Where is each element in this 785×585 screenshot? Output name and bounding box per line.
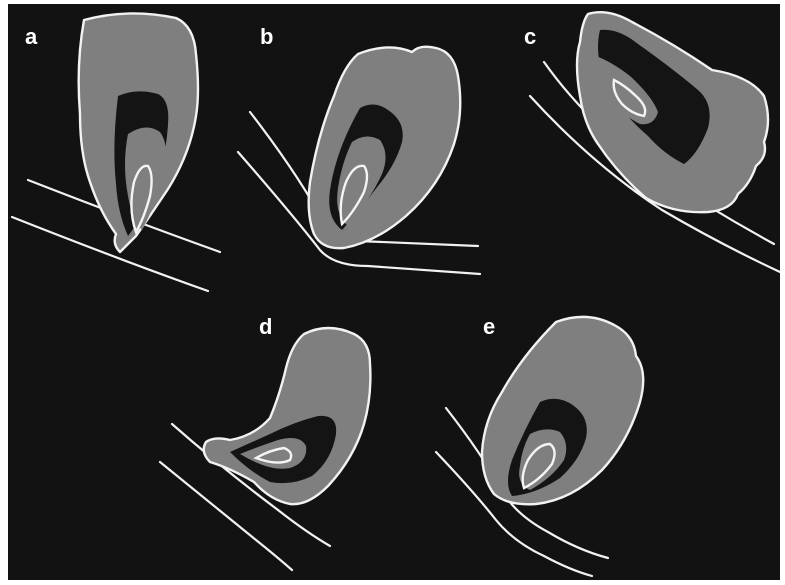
panel-b-label: b (260, 26, 273, 48)
panel-e (436, 317, 643, 576)
panel-a (12, 13, 220, 291)
panel-c-label: c (524, 26, 536, 48)
panel-e-label: e (483, 316, 495, 338)
panel-a-label: a (25, 26, 37, 48)
tooth-nerve-diagram: a b c d e (8, 4, 780, 580)
diagram-canvas (8, 4, 780, 580)
panel-d-label: d (259, 316, 272, 338)
panel-c (530, 12, 780, 272)
panel-d (160, 328, 370, 570)
nerve-canal-lower-line (12, 217, 208, 291)
panel-b (238, 47, 480, 274)
